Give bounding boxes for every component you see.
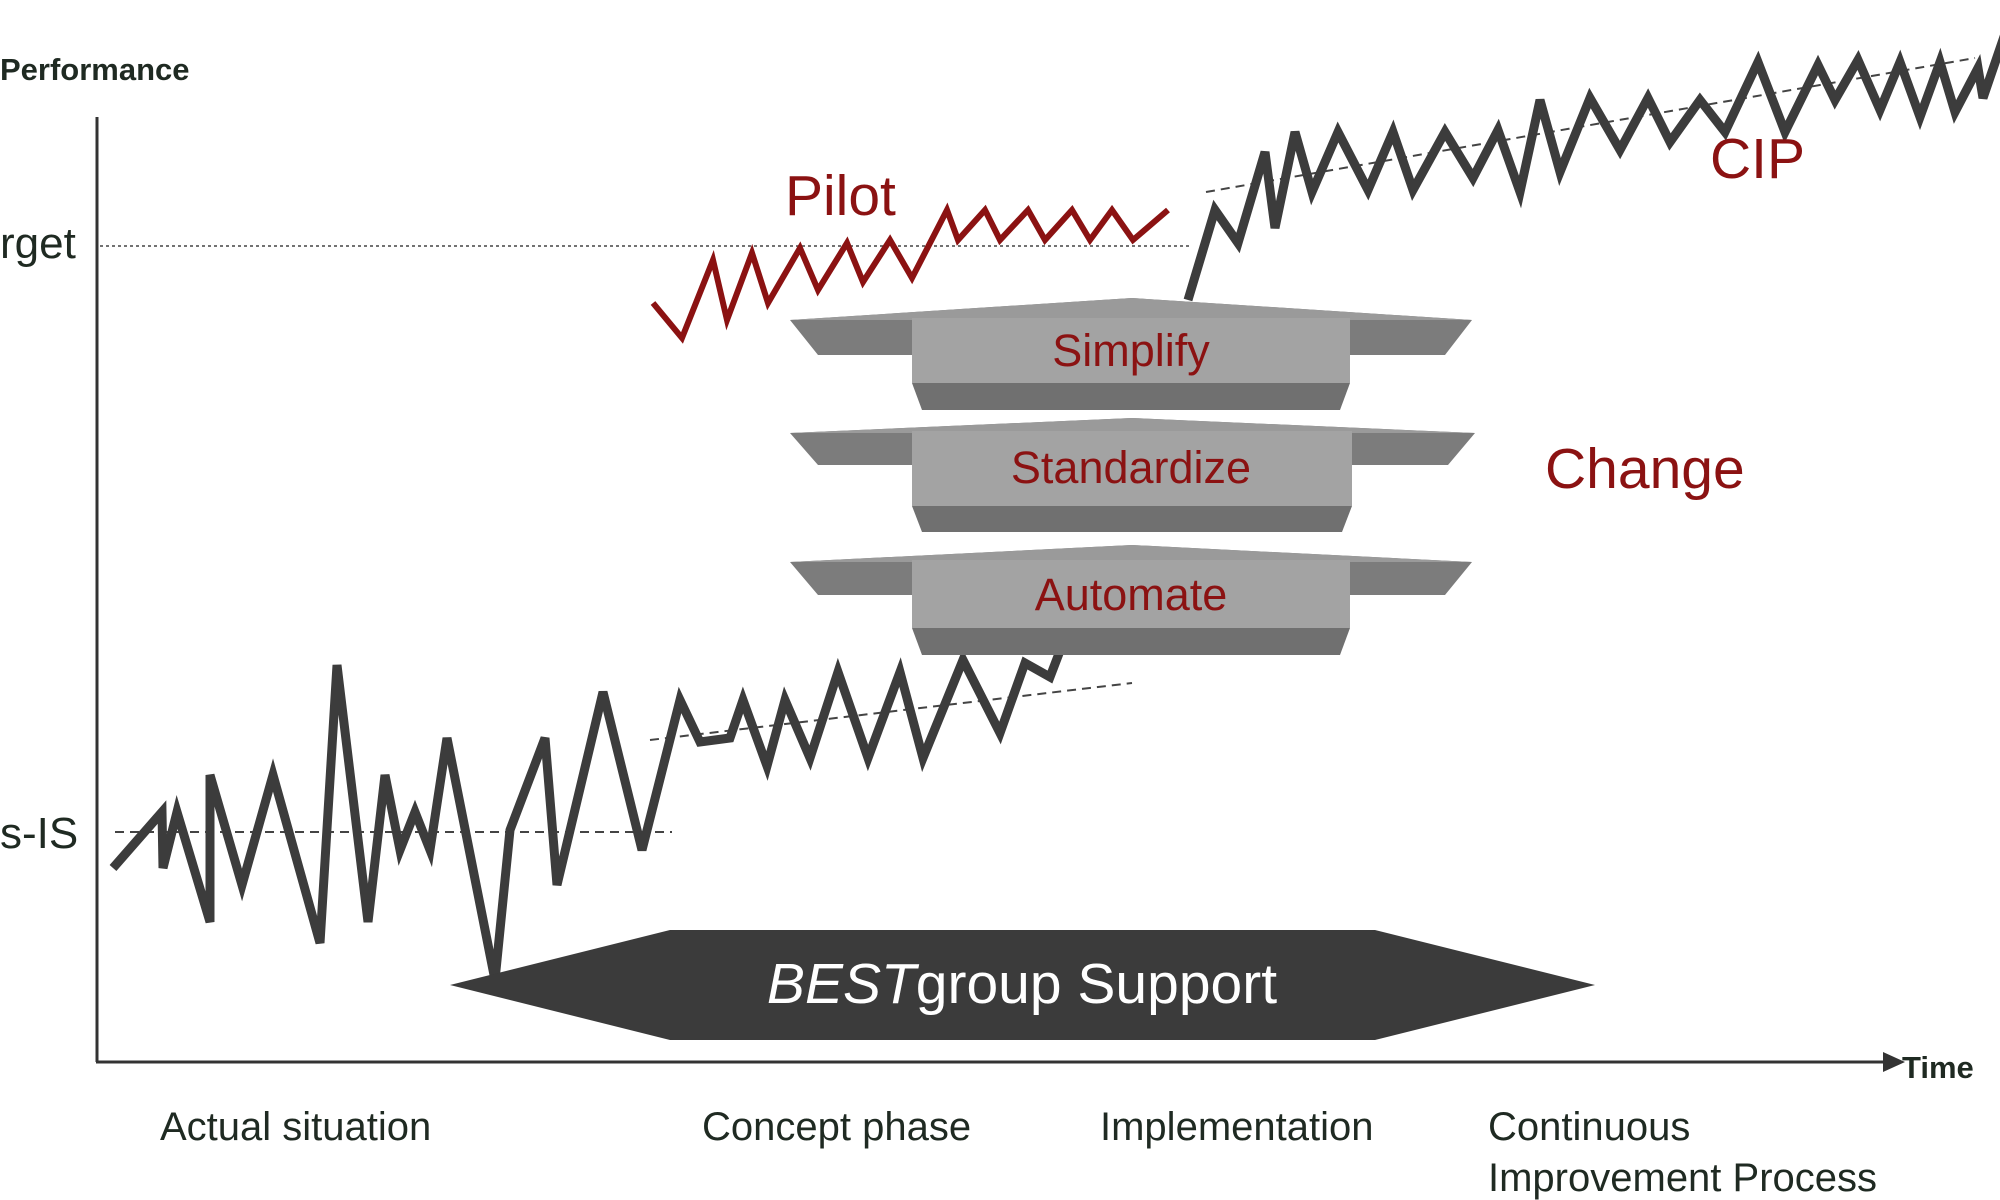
phase-label-actual-situation: Actual situation <box>160 1105 431 1149</box>
as-is-level-label: s-IS <box>0 809 78 858</box>
pilot-label: Pilot <box>785 164 896 228</box>
platform-standardize-body <box>912 431 1352 506</box>
x-axis-label: Time <box>1902 1050 1974 1085</box>
phase-label-cip-line1: Continuous <box>1488 1105 1690 1149</box>
pilot-curve <box>650 202 1170 344</box>
platform-automate-top <box>790 545 1472 562</box>
platform-automate: Automate <box>790 545 1472 655</box>
support-label-rest: group Support <box>916 952 1277 1016</box>
change-step-simplify: Simplify <box>1052 325 1210 376</box>
phase-label-implementation: Implementation <box>1100 1105 1373 1149</box>
platform-standardize: Standardize <box>790 418 1475 532</box>
platform-standardize-bottom <box>912 506 1352 532</box>
change-label: Change <box>1545 437 1745 501</box>
platform-standardize-top <box>790 418 1475 433</box>
performance-curve-as-is <box>109 638 1119 981</box>
performance-curve-improvement <box>1183 34 2000 302</box>
target-level-label: rget <box>0 219 76 268</box>
support-label-italic: BEST <box>767 952 920 1016</box>
change-step-standardize: Standardize <box>1011 442 1251 493</box>
change-step-automate: Automate <box>1035 569 1228 620</box>
cip-label: CIP <box>1710 127 1805 191</box>
y-axis-label: Performance <box>0 52 190 87</box>
phase-label-concept: Concept phase <box>702 1105 971 1149</box>
phase-label-cip-line2: Improvement Process <box>1488 1156 1877 1200</box>
support-label: BESTgroup Support <box>767 952 1277 1016</box>
platform-automate-bottom <box>912 628 1350 655</box>
platform-automate-body <box>912 560 1350 628</box>
platform-simplify-bottom <box>912 383 1350 410</box>
platform-simplify-top <box>790 298 1472 320</box>
x-axis-arrow-icon <box>1883 1052 1905 1072</box>
platform-simplify-body <box>912 318 1350 383</box>
platform-simplify: Simplify <box>790 298 1472 410</box>
support-arrow <box>450 930 1595 1040</box>
